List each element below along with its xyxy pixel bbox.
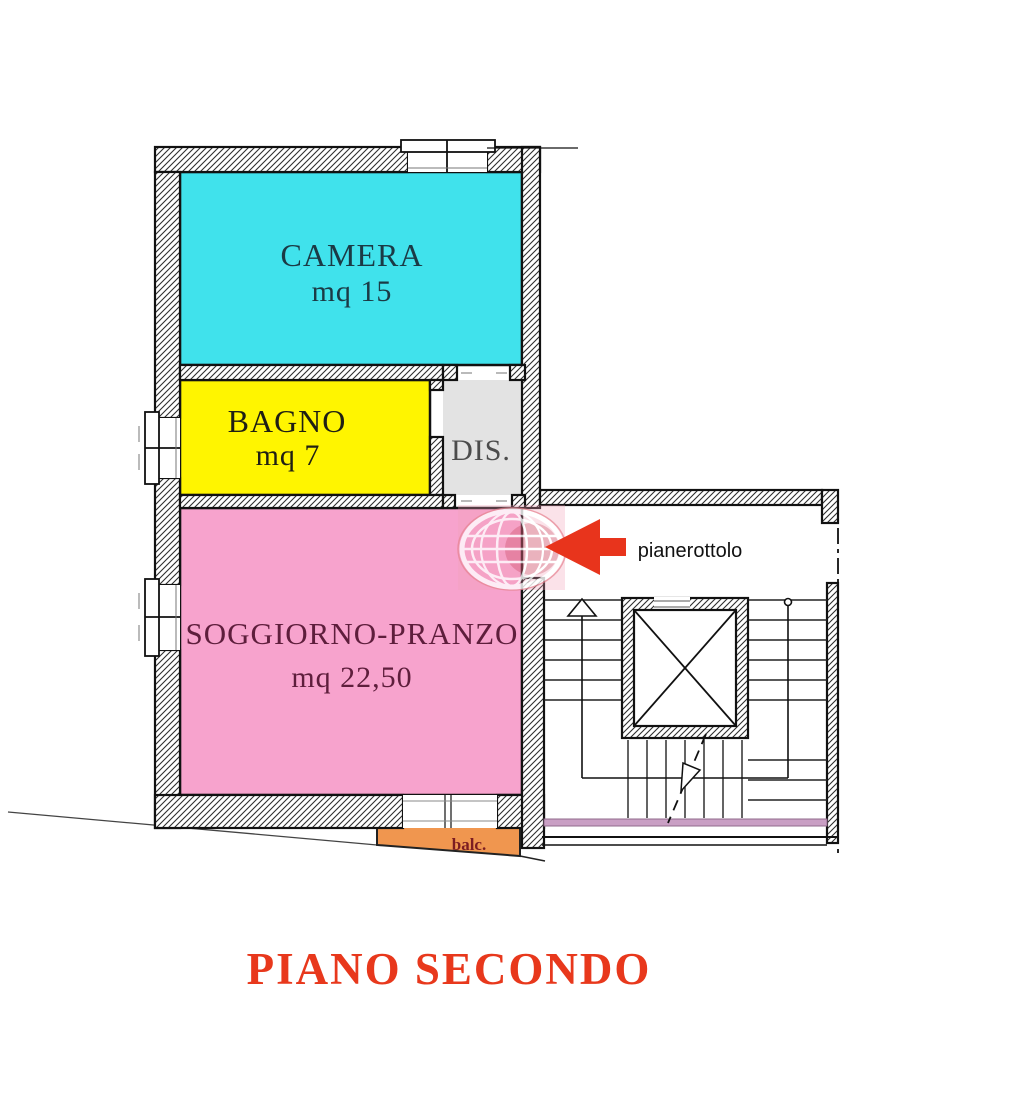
up-arrow [566,597,598,617]
room-dis [443,380,522,495]
walls [153,145,840,850]
wall-segment [441,493,457,510]
newel-circle [783,597,793,607]
dis-door-marks [461,372,507,502]
wall-segment [508,363,527,382]
room-label-bagno: BAGNO [228,403,347,439]
room-area-soggiorno: mq 22,50 [291,661,412,694]
window-frame [400,139,496,153]
balcony-door-opening [403,795,497,828]
wall-segment [153,170,182,420]
stairwell-boundary [542,498,839,855]
windows [138,139,578,828]
room-bagno [178,378,432,497]
room-area-camera: mq 15 [312,275,393,308]
room-label-dis: DIS. [451,434,511,467]
wall-segment [538,488,824,507]
section-arrowhead [680,761,702,794]
landing-label: pianerottolo [638,540,743,562]
wall-segment [441,363,459,382]
wall-segment [153,793,405,830]
labels: CAMERA mq 15 BAGNO mq 7 DIS. SOGGIORNO-P… [186,237,743,994]
wall-segment [825,581,840,845]
elevator-cross [633,609,737,727]
stair-landing-band [543,818,828,827]
wall-segment [520,145,542,510]
room-label-camera: CAMERA [281,237,424,273]
wall-segment [428,435,445,497]
wall-segment [153,476,182,587]
plan-title: PIANO SECONDO [247,944,652,994]
staircase [543,596,828,827]
entrance-arrow-icon [545,519,626,575]
wall-segment [178,493,445,510]
wall-segment [820,488,840,525]
wall-segment [178,363,445,382]
balcony-label: balc. [452,835,486,854]
wall-segment [520,576,546,850]
balcony-edge-line [519,855,546,862]
room-area-bagno: mq 7 [256,439,321,472]
stair-steps-bottom-flight [627,740,743,818]
room-label-soggiorno: SOGGIORNO-PRANZO [186,616,519,651]
elevator [620,596,750,740]
wall-segment [428,378,445,392]
globe-watermark-icon [457,505,567,591]
section-line [667,733,707,824]
wall-segment [153,145,410,174]
